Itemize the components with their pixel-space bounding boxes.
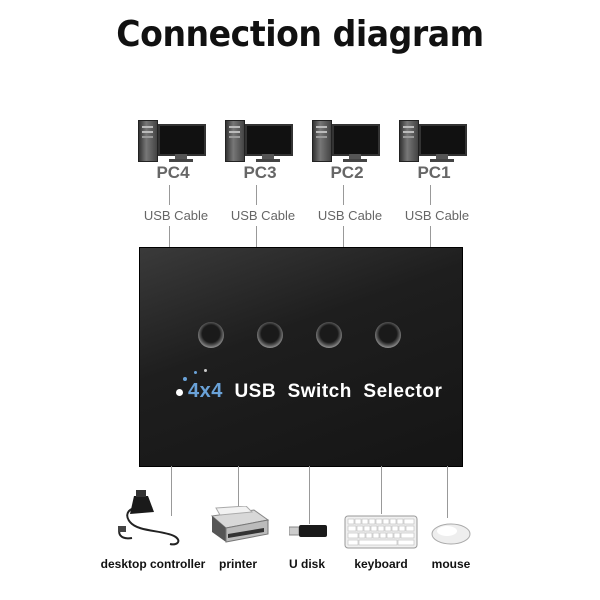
pc1-label: PC1 xyxy=(417,163,451,182)
usb-switch-box xyxy=(139,247,463,467)
pc2-cable-line-top xyxy=(343,185,344,205)
pc1-icon xyxy=(399,118,479,164)
led-dot-icon xyxy=(194,371,197,374)
pc1-cable-label: USB Cable xyxy=(404,208,470,223)
pc3-icon xyxy=(225,118,305,164)
device-line-mouse xyxy=(447,466,448,518)
pc2-cable-label: USB Cable xyxy=(317,208,383,223)
u-disk-icon xyxy=(289,525,327,537)
switch-button-3[interactable] xyxy=(316,322,342,348)
pc4-cable-label: USB Cable xyxy=(143,208,209,223)
device-line-printer xyxy=(238,466,239,510)
pc3-label: PC3 xyxy=(243,163,277,182)
device-line-udisk xyxy=(309,466,310,524)
pc4-icon xyxy=(138,118,218,164)
pc4-cable-line-bottom xyxy=(169,226,170,247)
pc3-cable-line-bottom xyxy=(256,226,257,247)
switch-model-number: 4x4 xyxy=(188,380,223,402)
led-dot-icon xyxy=(204,369,207,372)
pc2-label: PC2 xyxy=(330,163,364,182)
switch-button-1[interactable] xyxy=(198,322,224,348)
pc1-cable-line-bottom xyxy=(430,226,431,247)
switch-name: USB Switch Selector xyxy=(234,381,443,402)
switch-label: 4x4 USB Switch Selector xyxy=(188,380,442,403)
printer-icon xyxy=(210,506,270,543)
pc3-cable-label: USB Cable xyxy=(230,208,296,223)
mouse-icon xyxy=(431,523,471,545)
pc4-cable-line-top xyxy=(169,185,170,205)
device-label-desktop-controller: desktop controller xyxy=(100,557,206,571)
pc2-cable-line-bottom xyxy=(343,226,344,247)
device-label-printer: printer xyxy=(218,557,257,571)
switch-button-2[interactable] xyxy=(257,322,283,348)
desktop-controller-icon xyxy=(118,490,180,546)
device-label-keyboard: keyboard xyxy=(354,557,408,571)
keyboard-icon xyxy=(344,515,418,549)
device-line-keyboard xyxy=(381,466,382,514)
pc1-cable-line-top xyxy=(430,185,431,205)
device-line-controller xyxy=(171,466,172,516)
pc2-icon xyxy=(312,118,392,164)
diagram-title: Connection diagram xyxy=(116,14,484,55)
pc3-cable-line-top xyxy=(256,185,257,205)
device-label-mouse: mouse xyxy=(431,557,471,571)
power-led-icon xyxy=(176,389,183,396)
led-dot-icon xyxy=(183,377,187,381)
switch-button-4[interactable] xyxy=(375,322,401,348)
pc4-label: PC4 xyxy=(156,163,190,182)
device-label-u-disk: U disk xyxy=(288,557,325,571)
